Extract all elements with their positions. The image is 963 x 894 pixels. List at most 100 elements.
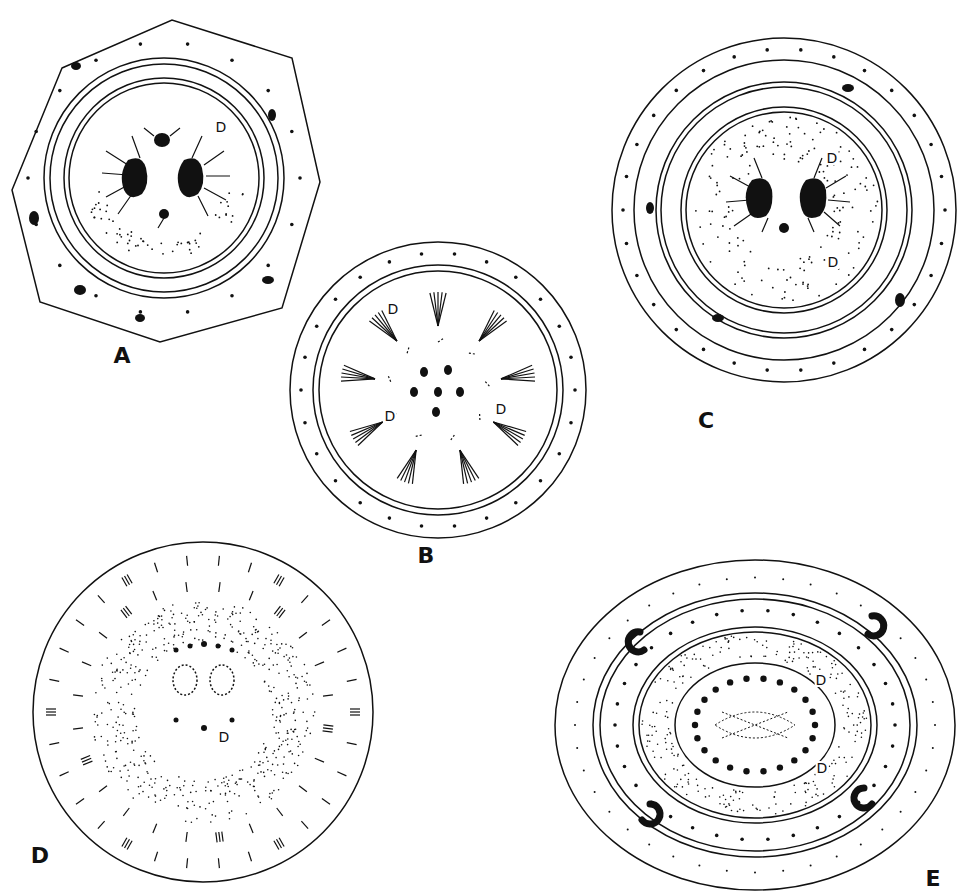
stipple-dot (681, 655, 683, 657)
stipple-dot (205, 609, 207, 611)
stipple-dot (277, 649, 279, 651)
stipple-dot (913, 303, 917, 307)
stipple-dot (169, 623, 171, 625)
stipple-dot (34, 223, 38, 227)
stipple-dot (940, 242, 944, 246)
stipple-dot (811, 262, 813, 264)
stipple-dot (257, 773, 259, 775)
xylem-rays (102, 128, 230, 228)
outer-outline (290, 242, 586, 538)
stipple-dot (211, 814, 213, 816)
stipple-dot (280, 716, 282, 718)
stipple-dot (293, 711, 295, 713)
stipple-dot (119, 234, 121, 236)
stipple-dot (672, 856, 674, 858)
stipple-dot (138, 786, 140, 788)
stipple-dot (94, 714, 96, 716)
stipple-dot (273, 664, 275, 666)
stipple-dot (270, 639, 272, 641)
stipple-dot (220, 645, 222, 647)
stipple-dot (739, 808, 741, 810)
stipple-dot (106, 766, 108, 768)
stipple-dot (682, 765, 684, 767)
bundle-mark (60, 772, 69, 776)
stipple-dot (190, 629, 192, 631)
stipple-dot (827, 180, 829, 182)
stipple-dot (777, 679, 783, 685)
stipple-dot (791, 686, 797, 692)
stipple-dot (514, 501, 518, 505)
stipple-dot (157, 660, 159, 662)
stipple-dot (292, 656, 294, 658)
stipple-dot (834, 180, 836, 182)
stipple-dot (782, 810, 784, 812)
ring (64, 78, 264, 278)
c-bundles (628, 616, 884, 824)
stipple-dot (123, 765, 125, 767)
bundle-mark (46, 708, 56, 709)
stipple-dot (773, 796, 775, 798)
bundle-mark (277, 808, 283, 816)
stipple-dot (194, 638, 196, 640)
stipple-dot (163, 788, 165, 790)
stipple-dot (739, 656, 741, 658)
outer-outline (33, 542, 373, 882)
stipple-dot (132, 712, 134, 714)
stipple-dot (700, 658, 702, 660)
stipple-dot (278, 737, 280, 739)
stipple-dot (846, 174, 848, 176)
stipple-dot (129, 652, 131, 654)
stipple-dot (95, 692, 97, 694)
stipple-dot (192, 785, 194, 787)
stipple-dot (245, 638, 247, 640)
stipple-dot (539, 297, 543, 301)
stipple-dot (135, 679, 137, 681)
stipple-dot (934, 724, 936, 726)
stipple-dot (145, 641, 147, 643)
stipple-dot (852, 713, 854, 715)
stipple-dot (827, 165, 829, 167)
stipple-dot (194, 607, 196, 609)
stipple-dot (788, 657, 790, 659)
xylem-line (460, 450, 464, 484)
stipple-dot (194, 621, 196, 623)
stipple-dot (720, 647, 722, 649)
stipple-dot (786, 279, 788, 281)
stipple-dot (131, 641, 133, 643)
stipple-dot (213, 801, 215, 803)
stipple-dot (206, 607, 208, 609)
stipple-dot (732, 55, 736, 59)
stipple-dot (744, 265, 746, 267)
stipple-dot (765, 656, 767, 658)
stipple-dot (724, 637, 726, 639)
panel-letter: E (925, 868, 940, 890)
stipple-dot (914, 791, 916, 793)
stipple-dot (723, 795, 725, 797)
stipple-dot (792, 661, 794, 663)
stipple-dot (820, 131, 822, 133)
blobs (29, 62, 276, 322)
stipple-dot (162, 627, 164, 629)
stipple-dot (682, 786, 684, 788)
stipple-dot (215, 611, 217, 613)
stipple-dot (264, 681, 266, 683)
stipple-dot (719, 651, 721, 653)
stipple-dot (783, 269, 785, 271)
stipple-dot (733, 789, 735, 791)
bundle-mark (122, 578, 127, 587)
stipple-dot (151, 656, 153, 658)
stipple-dot (660, 757, 662, 759)
stipple-dot (228, 779, 230, 781)
stipple-dot (857, 166, 859, 168)
stipple-dot (858, 717, 860, 719)
stipple-dot (294, 729, 296, 731)
stipple-dot (112, 726, 114, 728)
stipple-dot (254, 790, 256, 792)
stipple-dot (696, 778, 698, 780)
xylem-line (397, 450, 416, 478)
stipple-dot (789, 133, 791, 135)
stipple-dot (739, 639, 741, 641)
stipple-dot (691, 620, 695, 624)
stipple-dot (301, 676, 303, 678)
stipple-dot (872, 221, 874, 223)
